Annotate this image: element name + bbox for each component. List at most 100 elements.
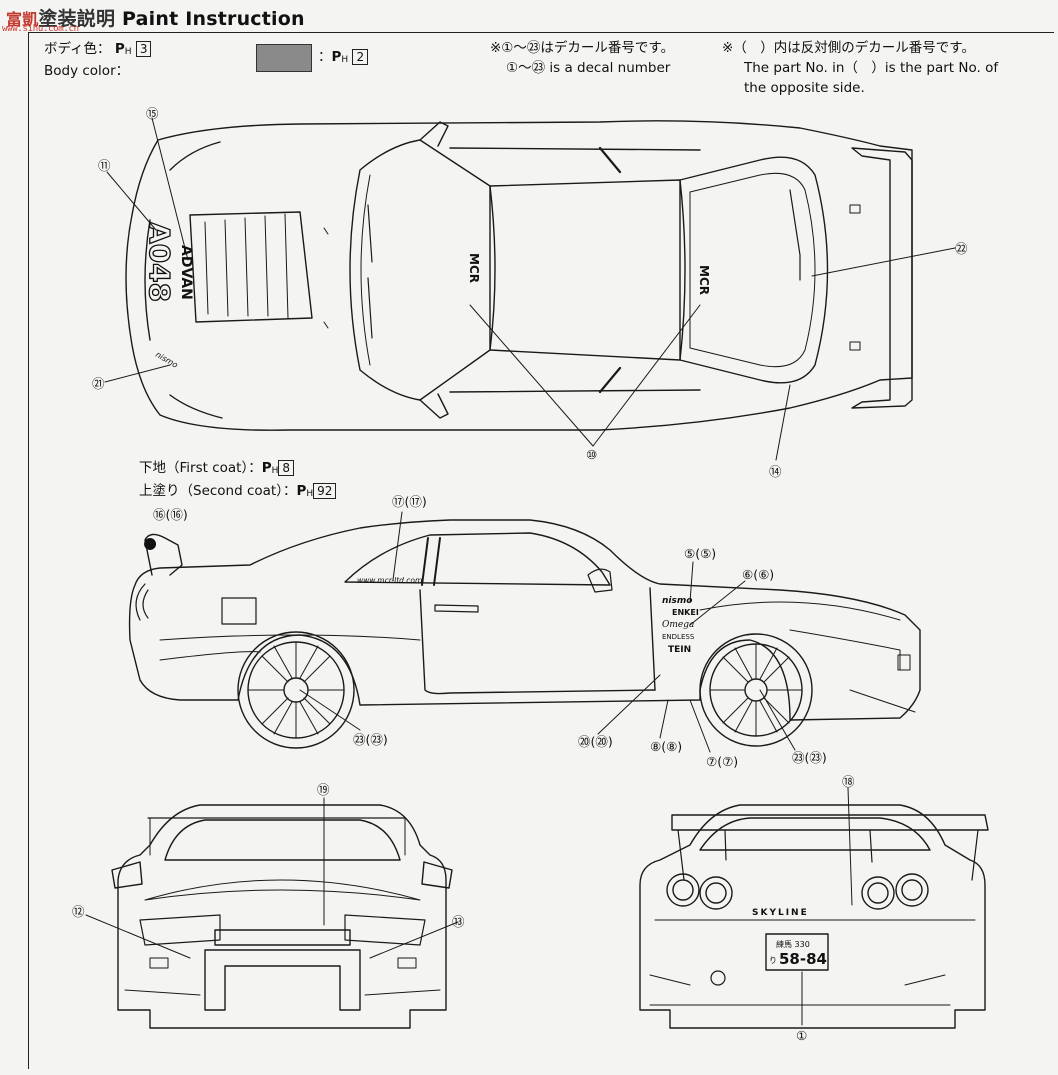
top-mirror-left: [419, 121, 449, 147]
front-grille-bar: [214, 929, 351, 946]
front-hood-bulge: [144, 879, 421, 901]
callout-22: ㉒: [955, 241, 968, 256]
paint-code-prefix: PH: [114, 41, 132, 57]
decal-sponsor-omega: Omega: [662, 620, 694, 630]
body-color-jp: ボディ色：: [44, 41, 111, 57]
side-door-line: [419, 589, 656, 695]
decal-mcr-roof: MCR: [467, 253, 481, 283]
top-rear-wing: [851, 147, 913, 409]
callout-12: ⑫: [72, 904, 85, 919]
decal-note: ※①～㉓はデカール番号です。 ①～㉓ is a decal number: [490, 38, 674, 78]
front-mirror-left: [111, 861, 143, 889]
top-rear-window: [679, 156, 829, 384]
opposite-note-jp: ※（ ）内は反対側のデカール番号です。: [722, 40, 975, 56]
callout-10: ⑩: [586, 447, 597, 462]
watermark-url: www.sihu.com.cn: [2, 24, 79, 34]
drawing-frame: [28, 32, 1054, 1069]
decal-nismo-top: nismo: [154, 350, 180, 370]
decal-note-en: ①～㉓ is a decal number: [506, 60, 671, 76]
callout-21: ㉑: [92, 376, 105, 391]
top-body-outline: [125, 120, 913, 431]
decal-sponsor-enkei: ENKEI: [672, 608, 699, 617]
exhaust: [710, 970, 726, 986]
callout-20: ⑳(⑳): [578, 734, 613, 749]
callouts: ⑮ ⑪ ㉑ ⑩ ⑭ ㉒ ⑯(⑯) ⑰(⑰) ⑤(⑤) ⑥(⑥) ⑳(⑳) ⑧(⑧…: [72, 106, 968, 1043]
front-headlight-left: [139, 914, 221, 946]
watermark-logo-2: 凱: [22, 10, 39, 29]
rear-view: [639, 804, 989, 1029]
callout-16: ⑯(⑯): [153, 507, 188, 522]
front-bumper-guard: [204, 949, 361, 1011]
callout-23a: ㉓(㉓): [353, 732, 388, 747]
side-gas-cap: [221, 597, 257, 625]
callout-23b: ㉓(㉓): [792, 750, 827, 765]
callout-1: ①: [796, 1028, 807, 1043]
callout-17: ⑰(⑰): [392, 494, 427, 509]
front-mirror-right: [421, 861, 453, 889]
callout-18: ⑱: [842, 774, 855, 789]
side-door-handle: [434, 604, 479, 613]
decal-sponsor-nismo: nismo: [662, 596, 692, 606]
front-view: [111, 804, 453, 1029]
swatch-code: ：PH 2: [318, 45, 369, 65]
callout-6: ⑥(⑥): [742, 567, 774, 582]
opposite-note-en1: The part No. in（ ）is the part No. of: [744, 60, 999, 76]
front-windshield: [164, 819, 401, 861]
watermark-logo: 富: [6, 10, 23, 29]
top-mirror-right: [419, 393, 449, 419]
front-wheel: [699, 633, 813, 747]
opposite-note-en2: the opposite side.: [744, 80, 865, 96]
callout-15: ⑮: [146, 106, 159, 121]
callout-19: ⑲: [317, 782, 330, 797]
paint-code-number: 3: [135, 41, 152, 57]
leader-lines: [85, 117, 956, 1026]
rear-window: [699, 817, 931, 851]
rear-outline: [639, 804, 986, 1029]
callout-14: ⑭: [769, 464, 782, 479]
opposite-note: ※（ ）内は反対側のデカール番号です。 The part No. in（ ）is…: [722, 38, 998, 98]
license-plate: [765, 933, 829, 971]
callout-7: ⑦(⑦): [706, 754, 738, 769]
top-hood-vent: [189, 211, 313, 323]
decal-web: www.mcr-ltd.com: [357, 576, 422, 585]
body-color-label: ボディ色： PH 3 Body color：: [44, 40, 152, 81]
decal-mcr-rear: MCR: [697, 265, 711, 295]
side-window: [344, 532, 611, 586]
callout-8: ⑧(⑧): [650, 739, 682, 754]
decal-a048: A048: [143, 222, 176, 302]
title-jp: 塗装説明: [38, 8, 116, 30]
decal-sponsor-tein: TEIN: [668, 645, 691, 655]
side-spoiler: [144, 533, 183, 576]
body-color-en: Body color：: [44, 63, 130, 79]
side-decals: www.mcr-ltd.com nismo ENKEI Omega ENDLES…: [144, 538, 699, 655]
callout-13: ⑬: [452, 914, 465, 929]
rear-plate-text: SKYLINE 練馬 330 り 58-84: [752, 908, 827, 968]
top-door-line: [449, 147, 701, 393]
title-en: Paint Instruction: [122, 8, 305, 30]
front-outline: [117, 804, 447, 1029]
side-view: [128, 519, 921, 749]
callout-11: ⑪: [98, 158, 111, 173]
omega-logo-spoiler: [144, 538, 157, 550]
tail-lights-left: [666, 873, 733, 910]
top-view: [125, 120, 913, 431]
decal-advan: ADVAN: [178, 245, 194, 300]
plate-kana: り: [769, 956, 777, 965]
top-roof: [489, 179, 686, 361]
rear-skyline: SKYLINE: [752, 908, 809, 918]
color-swatch: [256, 44, 312, 72]
top-decals: ADVAN A048 nismo MCR MCR: [142, 221, 711, 370]
side-mirror: [587, 568, 613, 593]
callout-5: ⑤(⑤): [684, 546, 716, 561]
tail-lights-right: [861, 873, 929, 910]
decal-sponsor-endless: ENDLESS: [662, 633, 695, 641]
rear-wing: [671, 814, 989, 831]
plate-region: 練馬 330: [776, 939, 810, 949]
rear-wheel: [237, 631, 355, 749]
page-title: 富凱塗装説明 Paint Instruction: [6, 4, 305, 31]
